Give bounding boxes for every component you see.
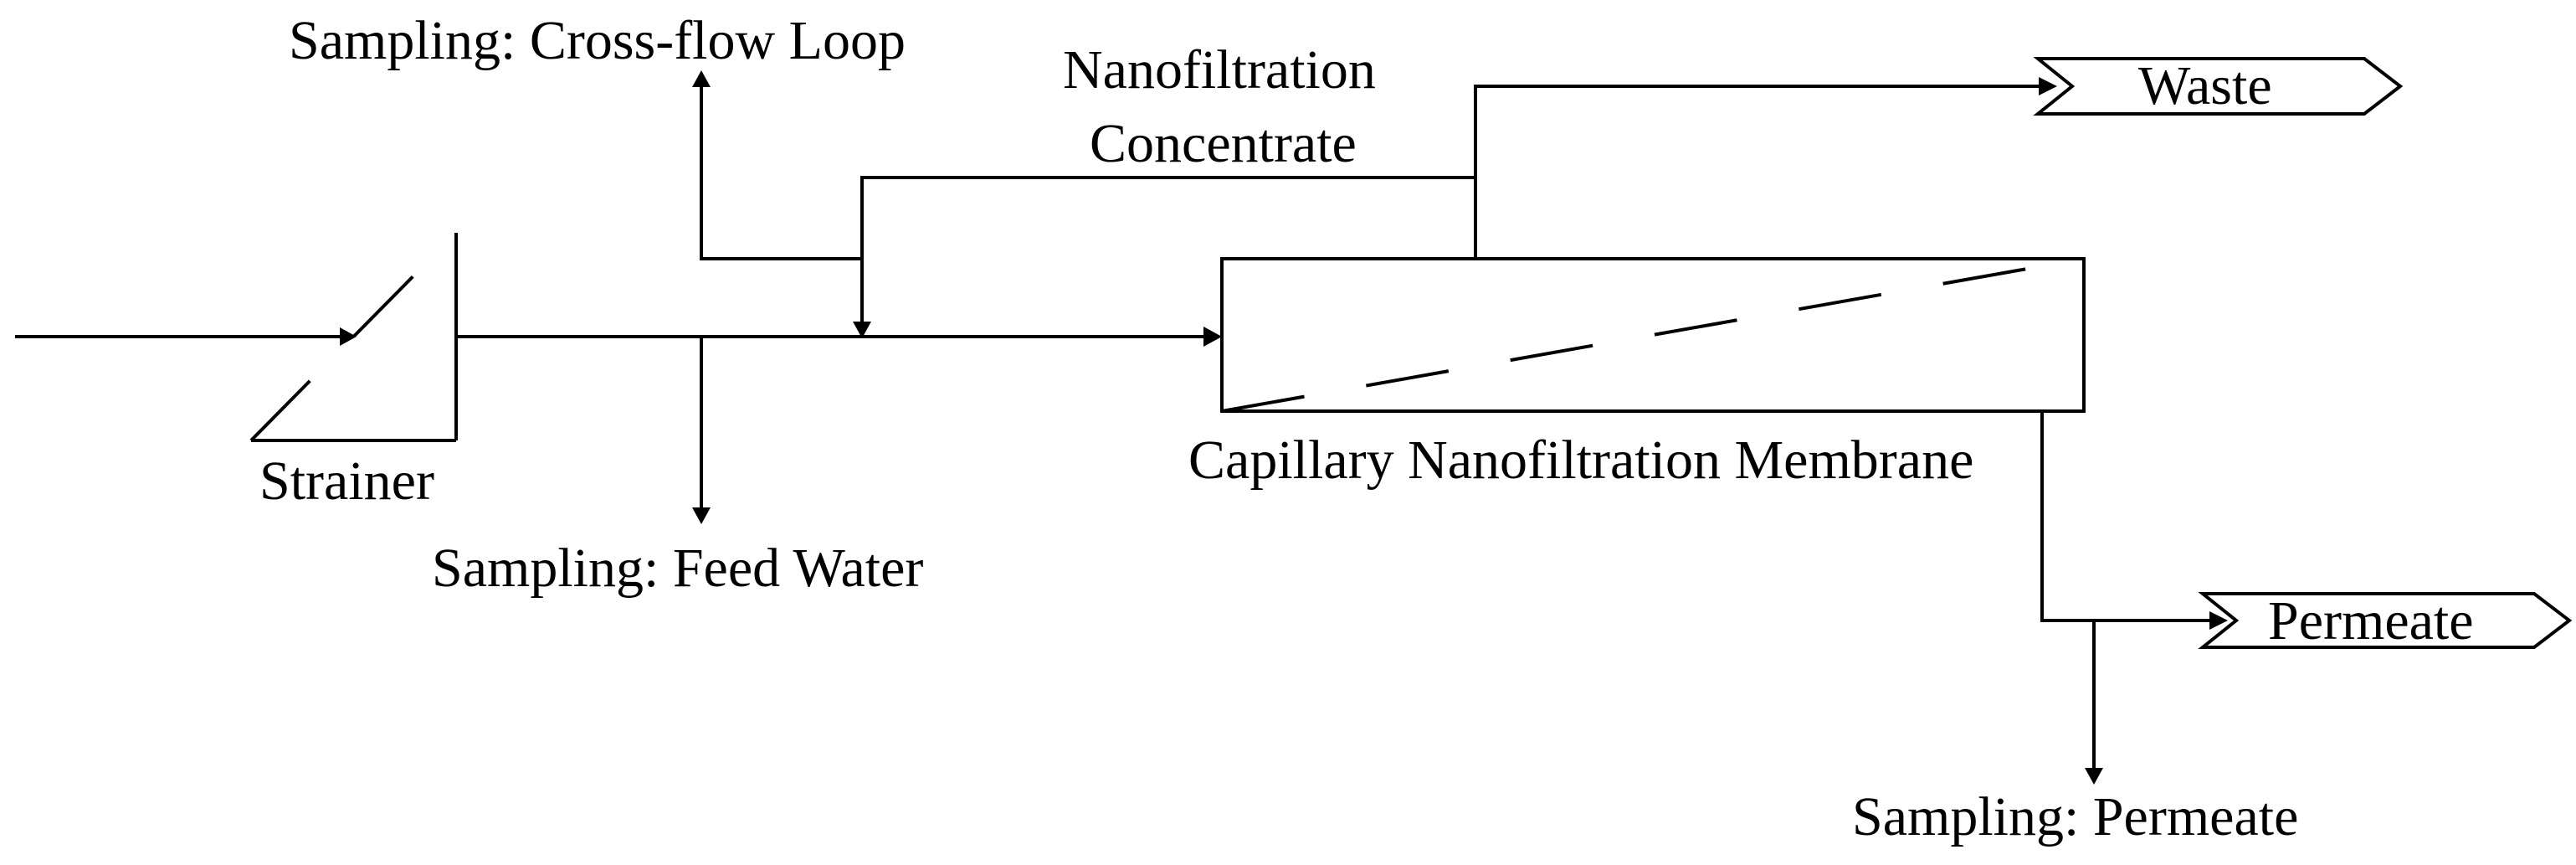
membrane-label: Capillary Nanofiltration Membrane: [1188, 430, 1973, 491]
nf-concentrate-label-line2: Concentrate: [1090, 113, 1357, 174]
sampling-feed-arrow: [692, 337, 711, 524]
waste-label: Waste: [2138, 55, 2272, 116]
feed-main-line: [456, 327, 1222, 347]
permeate-outlet: Permeate: [2198, 590, 2573, 651]
sampling-feed-label: Sampling: Feed Water: [432, 538, 923, 599]
permeate-line: [2040, 411, 2228, 630]
sampling-permeate-arrow: [2085, 620, 2103, 785]
pentagon-arrow-icon: [2033, 57, 2404, 116]
strainer-label: Strainer: [259, 451, 434, 512]
waste-outlet: Waste: [2033, 55, 2404, 116]
nf-concentrate-label-line1: Nanofiltration: [1063, 39, 1376, 100]
sampling-crossflow-label: Sampling: Cross-flow Loop: [289, 10, 906, 71]
permeate-label: Permeate: [2268, 590, 2474, 651]
sampling-permeate-label: Sampling: Permeate: [1852, 786, 2298, 847]
sampling-crossflow-arrow: [692, 70, 862, 260]
inlet-feed-line: [15, 327, 357, 346]
concentrate-waste-line: [1474, 77, 2057, 259]
pentagon-arrow-icon: [2198, 592, 2573, 649]
capillary-membrane-icon: [1220, 257, 2086, 413]
